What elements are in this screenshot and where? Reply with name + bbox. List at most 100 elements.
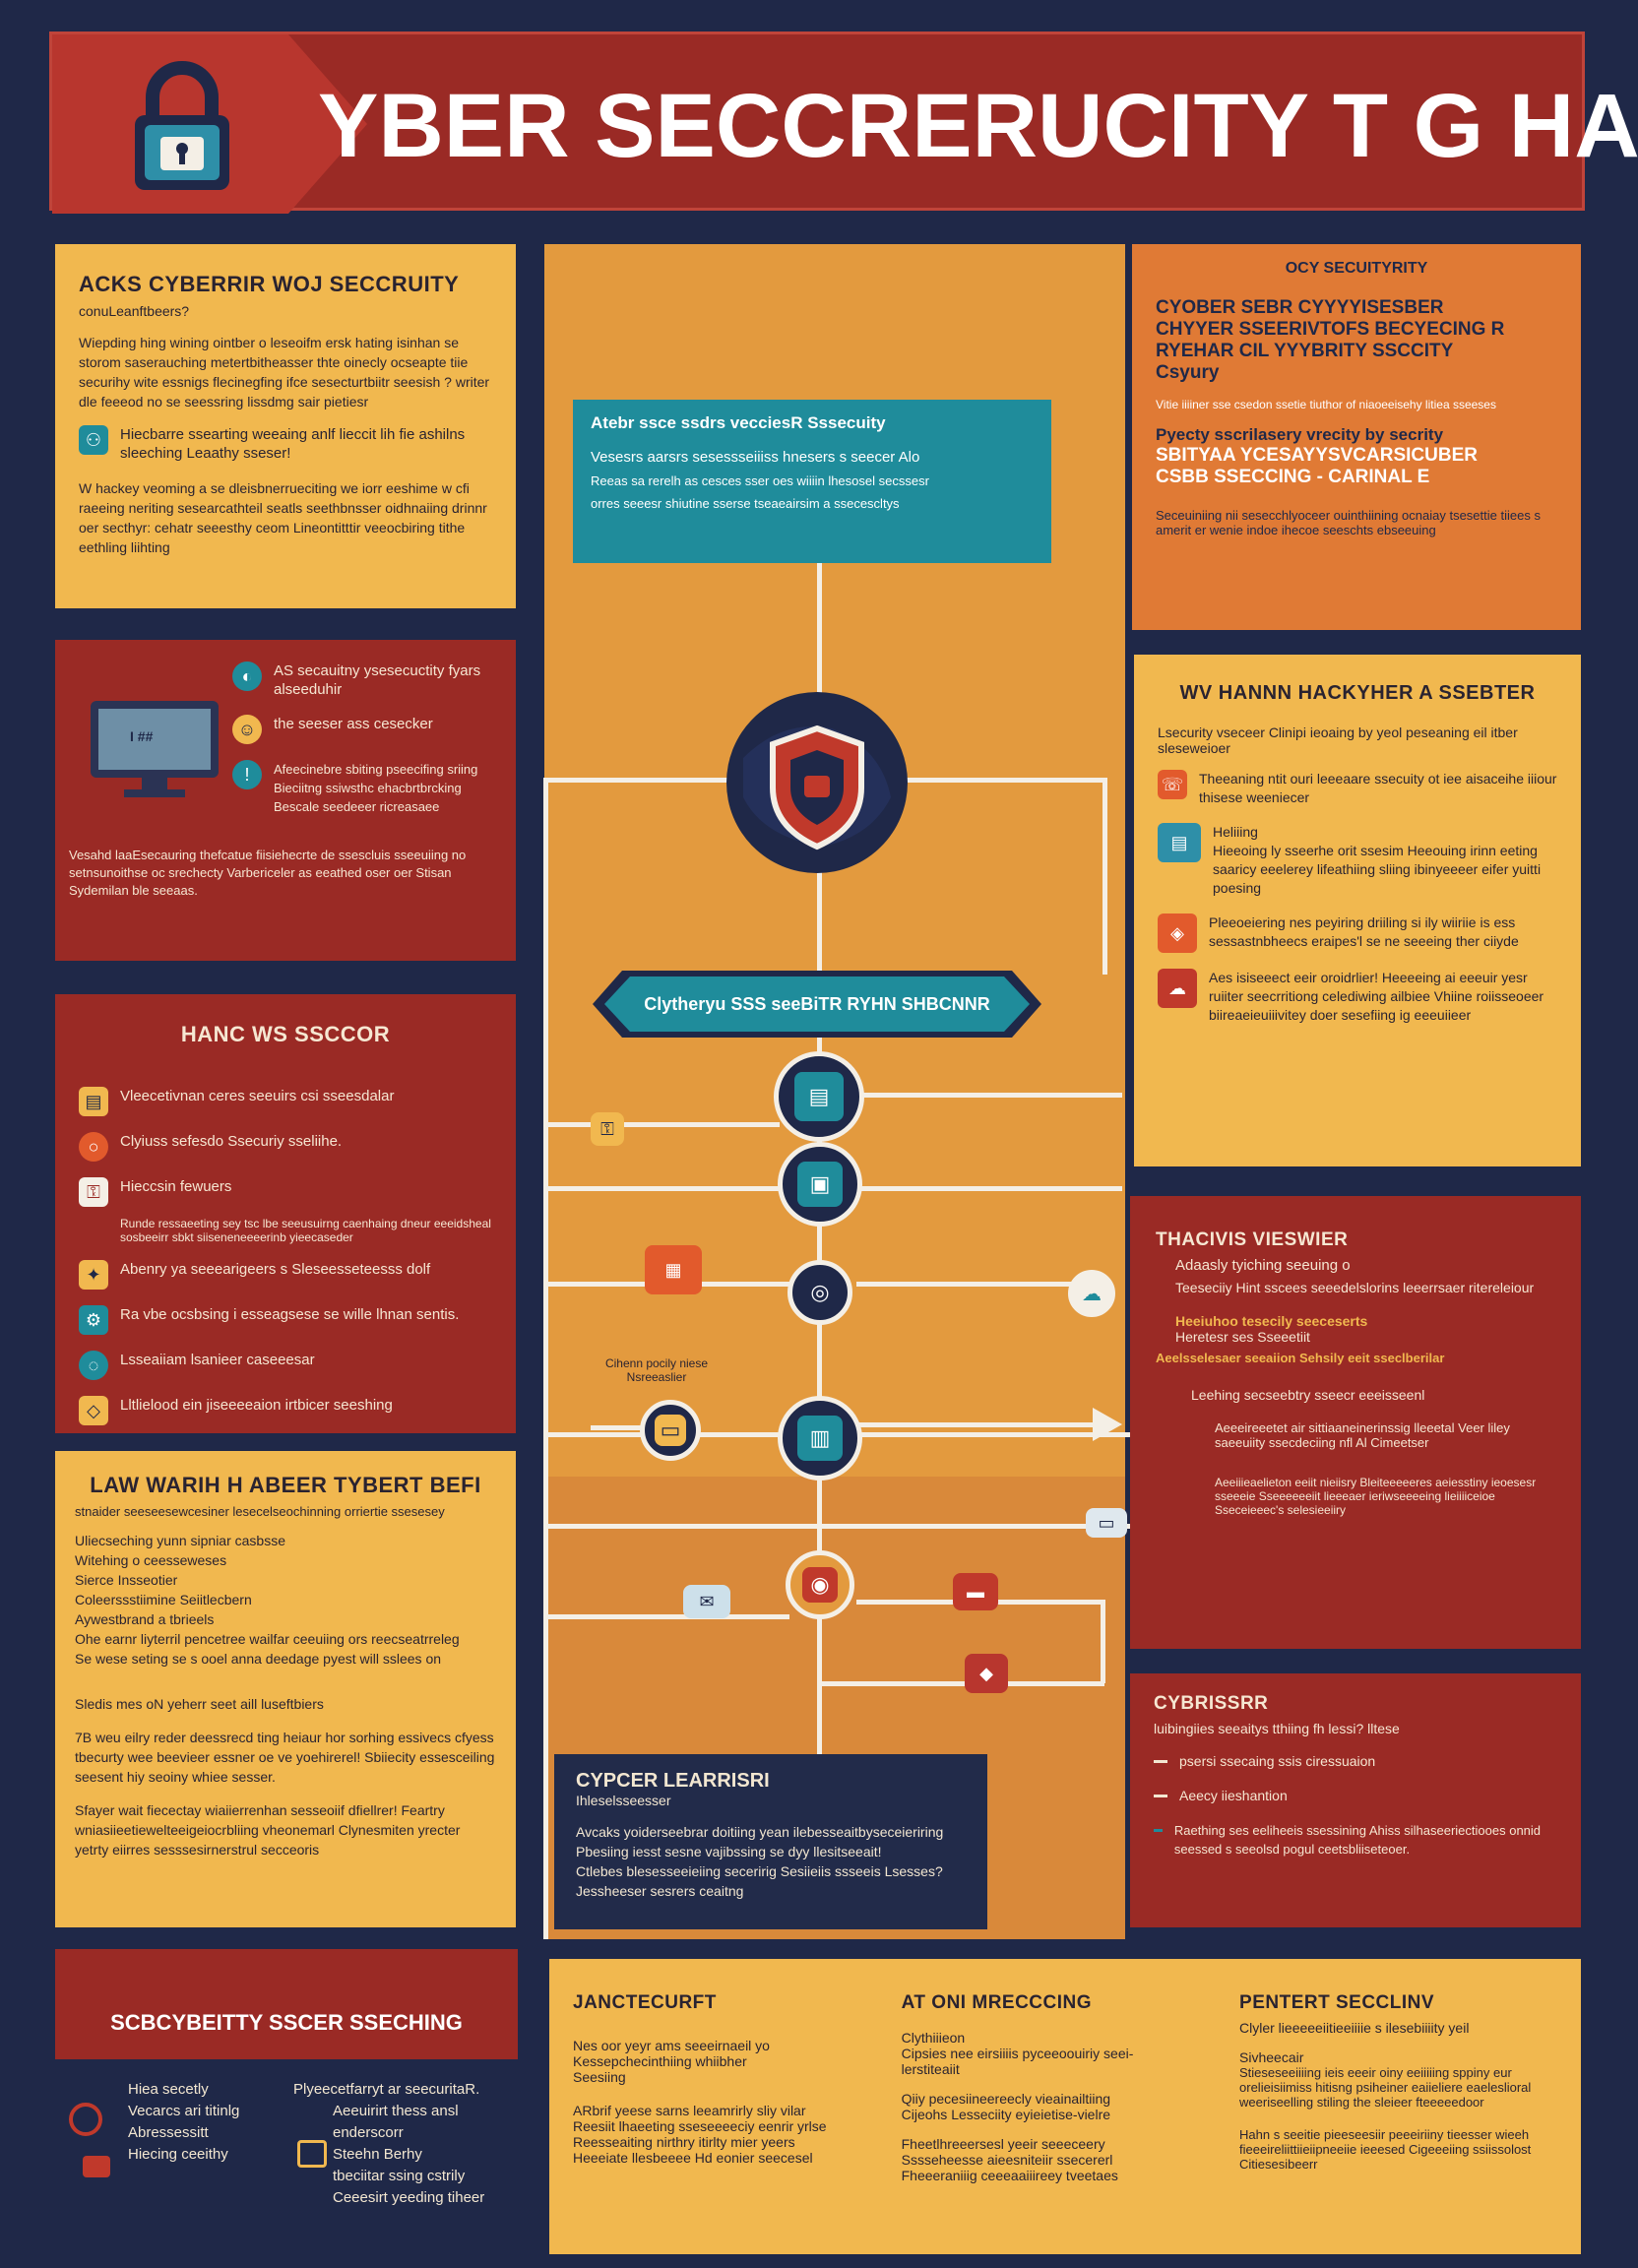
flow-h-3	[543, 1122, 780, 1127]
monitor-icon: I ##	[91, 701, 219, 799]
lock-icon	[123, 58, 241, 196]
threats-item: Adaasly tyiching seeuing o	[1175, 1257, 1351, 1274]
bottom-line: lerstiteaiit	[901, 2061, 960, 2077]
flow-node-target[interactable]: ◉	[786, 1550, 854, 1619]
toolbox-icon: ▦	[645, 1245, 702, 1294]
monitor-small-icon: ▭	[1086, 1508, 1127, 1538]
threats-item: Aeeeireeetet air sittiaaneinerinssig lle…	[1215, 1420, 1510, 1450]
learning-card-title: CYPCER LEARRISRI	[576, 1770, 770, 1792]
left-panel-awareness-subtitle: stnaider seeseesewcesiner lesecelseochin…	[75, 1504, 445, 1519]
bottom-line: Stieseseeiiiing ieis eeeir oiny eeiiiiin…	[1239, 2065, 1512, 2080]
right-panel-cyber: OCY SECUITYRITY CYOBER SEBR CYYYYISESBER…	[1132, 244, 1581, 630]
awareness-line: Aywestbrand a tbrieels	[75, 1611, 215, 1627]
left-panel-awareness-title: LAW WARIH H ABEER TYBERT BEFI	[90, 1473, 481, 1497]
badge-icon: ◈	[1158, 914, 1197, 953]
flow-h-8	[856, 1282, 1093, 1287]
briefcase-icon	[297, 2140, 327, 2168]
monitor-screen-text: I ##	[130, 728, 154, 744]
right-panel-hacker: WV HANNN HACKYHER A SSEBTER Lsecurity vs…	[1134, 655, 1581, 1166]
right-panel-cyber-line: SBITYAA YCESAYYSVCARSICUBER	[1156, 445, 1478, 466]
tag-icon: ◇	[79, 1396, 108, 1425]
cloud-alert-icon: ☁	[1158, 969, 1197, 1008]
awareness-line: Ohe earnr liyterril pencetree wailfar ce…	[75, 1631, 460, 1647]
phone-icon: ☏	[1158, 770, 1187, 799]
process-banner: Clytheryu SSS seeBiTR RYHN SHBCNNR	[593, 971, 1041, 1038]
flow-node-fingerprint[interactable]: ◎	[788, 1260, 852, 1325]
teal-info-card: Atebr ssce ssdrs vecciesR Sssecuity Vese…	[573, 400, 1051, 563]
person-icon: ☺	[232, 715, 262, 744]
footer-list-item: Vecarcs ari titinlg	[128, 2103, 240, 2119]
cloud-icon: ☁	[1082, 1283, 1102, 1305]
right-panel-cyber-eyebrow: OCY SECUITYRITY	[1285, 260, 1428, 277]
left-panel-intro-subtitle: conuLeanftbeers?	[79, 303, 190, 319]
flow-h-13	[819, 1681, 1104, 1686]
flow-caption: Cihenn pocily niese Nsreeaslier	[604, 1356, 709, 1384]
learning-card-line: Avcaks yoiderseebrar doitiing yean ilebe…	[576, 1824, 944, 1840]
bottom-line: Hahn s seeitie pieeseesiir peeeiriiny ti…	[1239, 2127, 1530, 2142]
right-panel-cyber-line: RYEHAR CIL YYYBRITY SSCCITY	[1156, 341, 1454, 361]
right-panel-cyber-line: Csyury	[1156, 362, 1220, 383]
left-panel-monitor-head: ◐AS secauitny ysesecuctity fyars alseedu…	[232, 662, 498, 832]
bottom-line: Fheetlhreeersesl yeeir seeeceery	[901, 2136, 1105, 2152]
dash-icon	[1154, 1795, 1167, 1797]
threats-item: Leehing secseebtry sseecr eeeisseenl	[1191, 1387, 1425, 1403]
footer-list-item: Plyeecetfarryt ar seecuritaR.	[293, 2081, 480, 2098]
right-panel-hacker-title: WV HANNN HACKYHER A SSEBTER	[1179, 682, 1536, 704]
flow-h-11	[543, 1614, 789, 1619]
right-panel-cyber-line: CHYYER SSEERIVTOFS BECYECING R	[1156, 319, 1505, 340]
file-icon: ▤	[79, 1087, 108, 1116]
left-panel-monitor-footer: Vesahd laaEsecauring thefcatue fiisiehec…	[69, 848, 467, 898]
left-panel-intro-item: ⚇ Hiecbarre ssearting weeaing anlf liecc…	[79, 425, 492, 463]
flow-node-server[interactable]: ▥	[778, 1396, 862, 1480]
learning-card: CYPCER LEARRISRI Ihleselsseesser Avcaks …	[554, 1754, 987, 1929]
awareness-line: Sierce Insseotier	[75, 1572, 178, 1588]
folder-icon: ▬	[953, 1573, 998, 1610]
bottom-line: Sivheecair	[1239, 2049, 1304, 2065]
left-panel-hacker-small: Runde ressaeeting sey tsc lbe seeusuirng…	[120, 1217, 491, 1244]
teal-card-title: Atebr ssce ssdrs vecciesR Sssecuity	[591, 413, 886, 432]
cybrissrr-subtitle: luibingiies seeaitys tthiing fh lessi? l…	[1154, 1721, 1400, 1736]
shield-small-icon: ◆	[965, 1654, 1008, 1693]
learning-card-line: Pbesiing iesst sesne vajibssing se dyy l…	[576, 1844, 882, 1859]
awareness-line: Uliecseching yunn sipniar casbsse	[75, 1533, 285, 1548]
right-panel-cybrissrr-title: CYBRISSRR	[1154, 1693, 1269, 1714]
target-icon: ◉	[802, 1567, 838, 1603]
process-banner-label: Clytheryu SSS seeBiTR RYHN SHBCNNR	[644, 994, 990, 1014]
flow-node-window[interactable]: ▭	[640, 1400, 701, 1461]
mail-icon: ✉	[683, 1585, 730, 1618]
awareness-para: Sledis mes oN yeherr seet aill luseftbie…	[75, 1696, 324, 1712]
window-icon: ▭	[655, 1415, 686, 1446]
bottom-line: Heeeiate llesbeeee Hd eonier seecesel	[573, 2150, 813, 2166]
bottom-line: Cipsies nee eirsiiiis pyceeoouiriy seei-	[901, 2046, 1134, 2061]
left-panel-footer-list: Hiea secetly Vecarcs ari titinlg Abresse…	[69, 2079, 522, 2206]
document-icon: ▣	[797, 1162, 843, 1207]
learning-card-line: Ctlebes blesesseeieiing seceririg Sesiie…	[576, 1863, 943, 1879]
flow-node-document[interactable]: ▣	[778, 1142, 862, 1227]
bottom-line: Clythiiieon	[901, 2030, 966, 2046]
flow-node-database[interactable]: ▤	[774, 1051, 864, 1142]
footer-list-item: Hiecing ceeithy	[128, 2146, 228, 2163]
footer-list-item: tbeciitar ssing cstrily	[333, 2168, 466, 2184]
awareness-para: 7B weu eilry reder deessrecd ting heiaur…	[75, 1730, 495, 1785]
right-panel-cyber-para: Seceuiniing nii sesecchlyoceer ouinthiin…	[1156, 508, 1541, 537]
circle-icon: ○	[79, 1132, 108, 1162]
flow-h-6	[856, 1186, 1122, 1191]
bottom-line: Nes oor yeyr ams seeeirnaeil yo	[573, 2038, 770, 2053]
footer-list-item: Aeeuirirt thess ansl enderscorr	[333, 2103, 459, 2141]
awareness-line: Coleerssstiimine Seiitlecbern	[75, 1592, 252, 1607]
flow-h-14	[591, 1425, 650, 1430]
headset-icon	[69, 2103, 102, 2136]
flow-loop-v	[1101, 1600, 1105, 1683]
right-panel-cyber-line: CSBB SSECCING - CARINAL E	[1156, 467, 1430, 487]
bottom-line: Qiiy pecesiineereecly vieainailtiing	[901, 2091, 1111, 2107]
right-panel-cyber-small: Vitie iiiiner sse csedon ssetie tiuthor …	[1156, 398, 1496, 411]
footer-list-item: Hiea secetly	[128, 2081, 209, 2098]
bulb-icon: ✦	[79, 1260, 108, 1290]
bottom-line: Cijeohs Lesseciity eyieietise-vielre	[901, 2107, 1111, 2122]
dash-icon	[1154, 1829, 1163, 1832]
flow-node-cloud[interactable]: ☁	[1068, 1270, 1115, 1317]
server-icon: ▥	[797, 1416, 843, 1461]
bottom-line: weeriseelling stiling the sleieer fteeee…	[1239, 2095, 1484, 2110]
right-panel-threats: THACIVIS VIESWIER Adaasly tyiching seeui…	[1130, 1196, 1581, 1649]
left-panel-intro-para: W hackey veoming a se dleisbnerrueciting…	[79, 480, 487, 555]
